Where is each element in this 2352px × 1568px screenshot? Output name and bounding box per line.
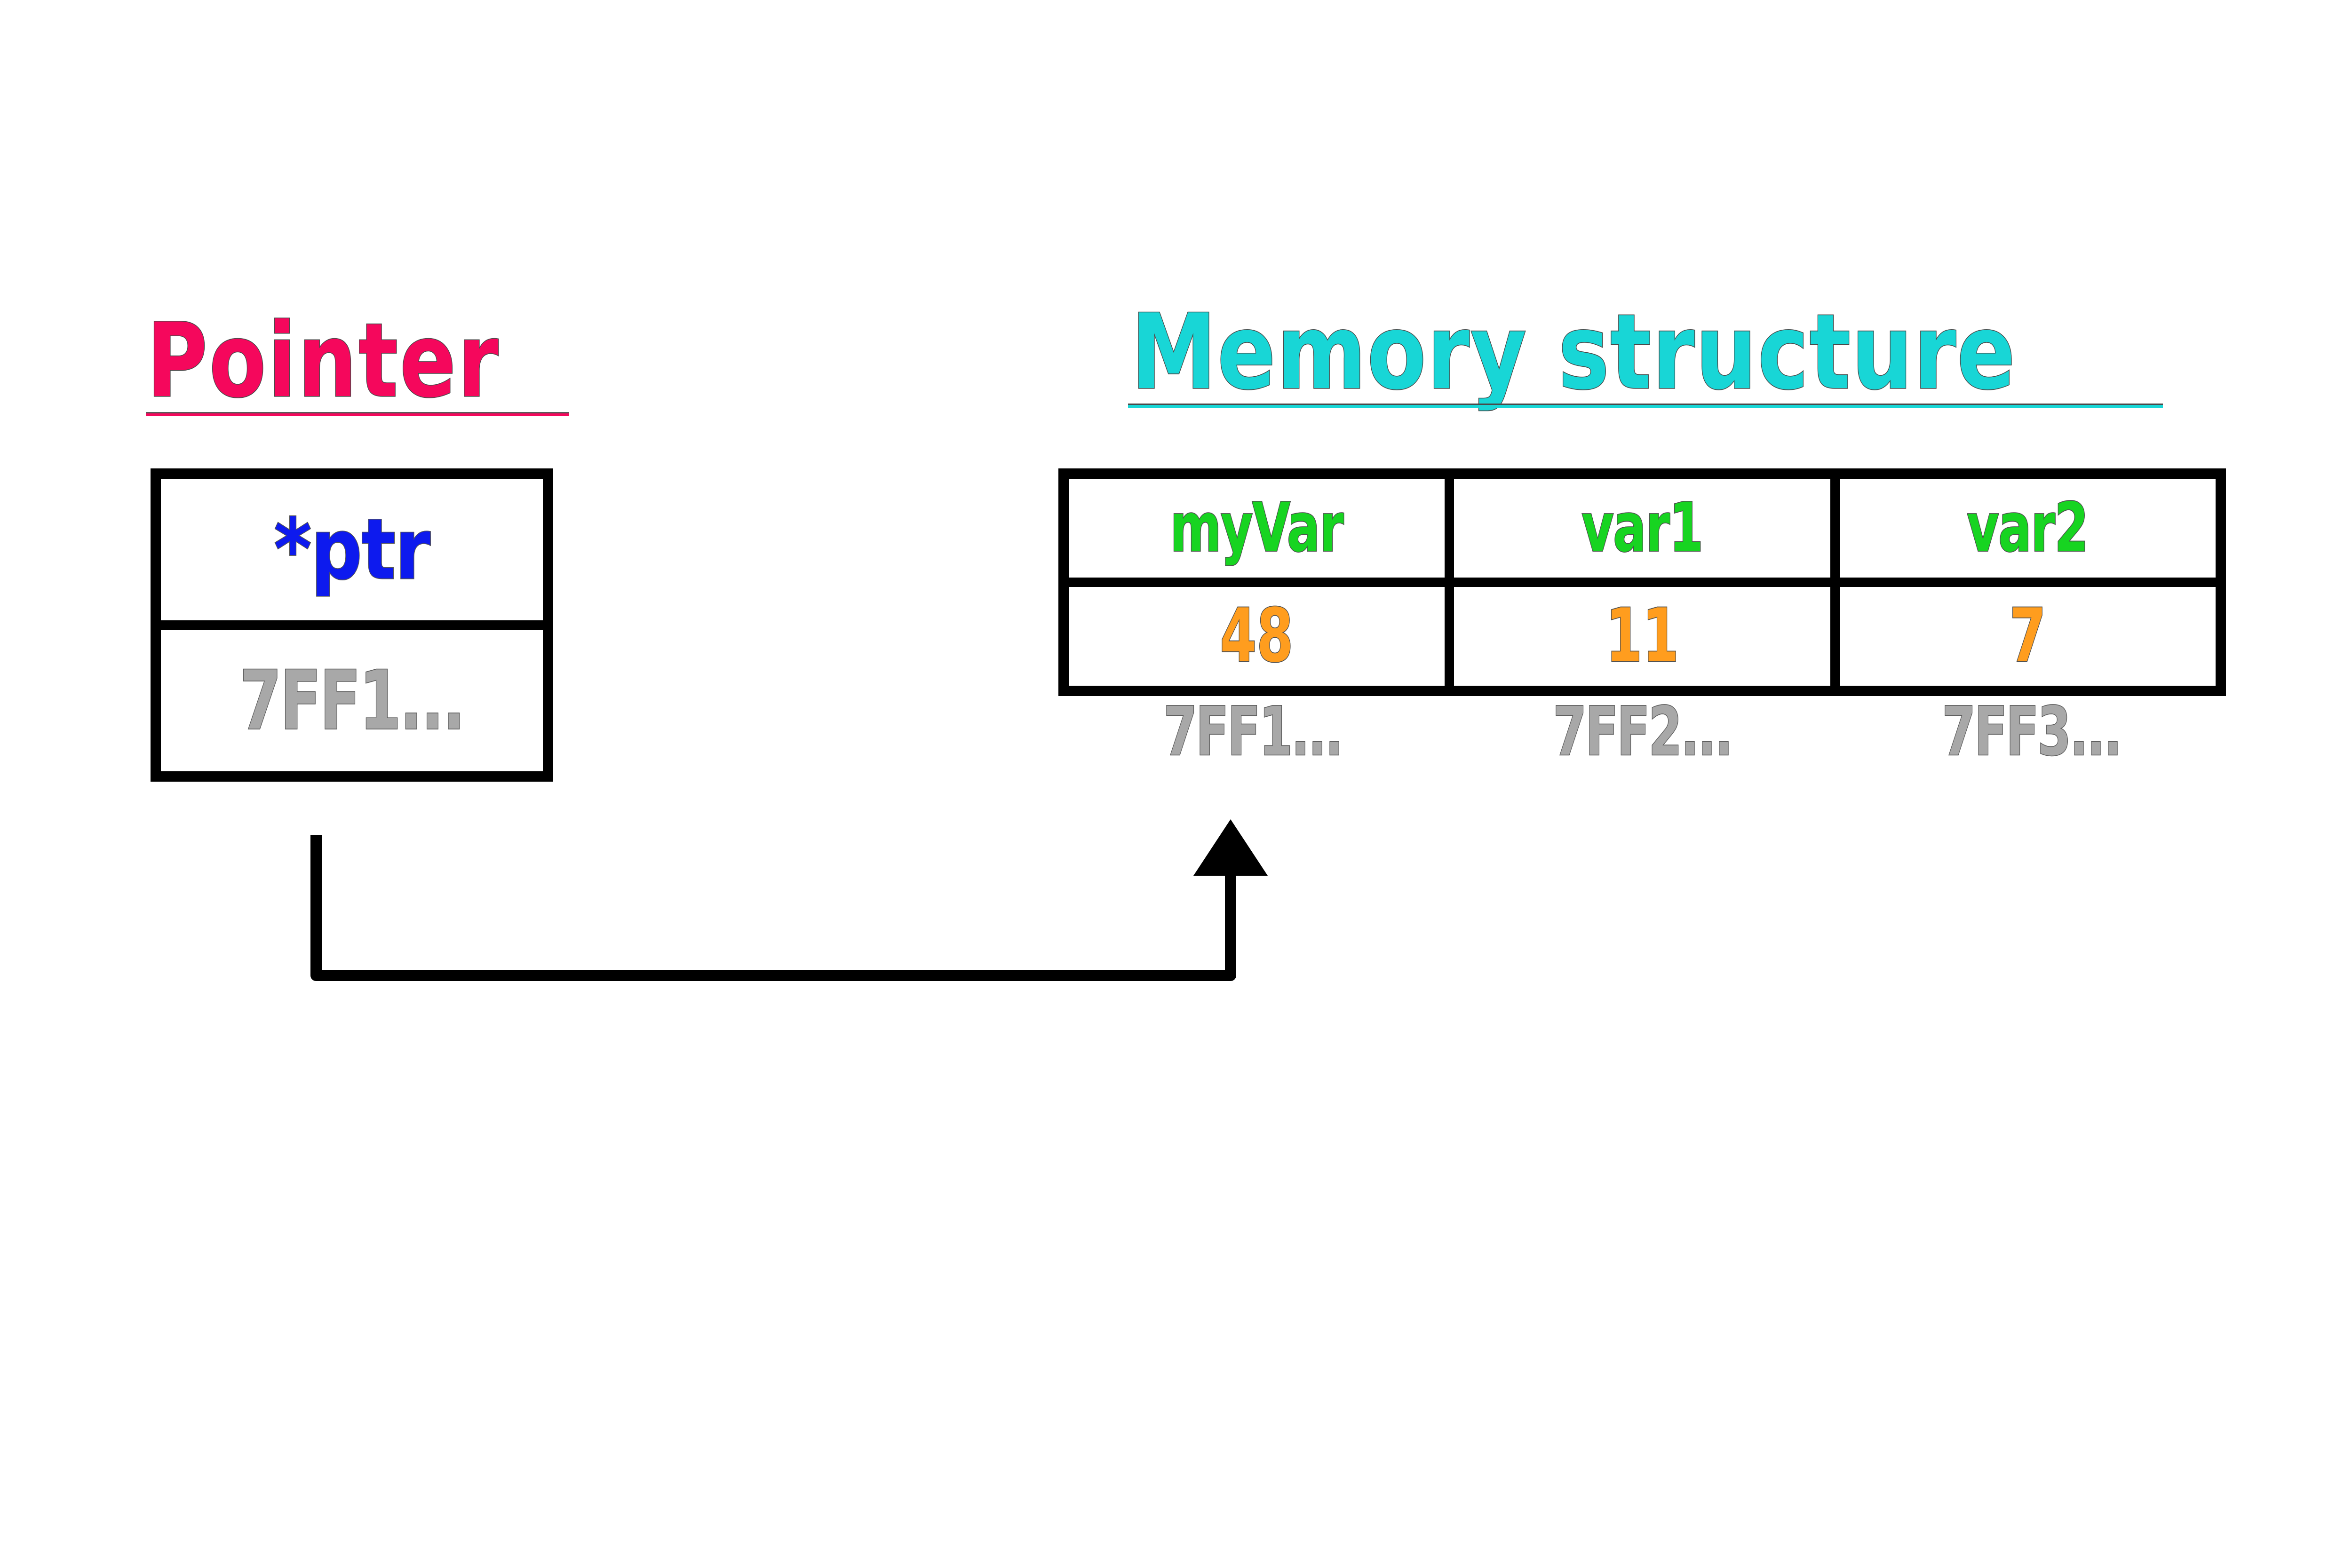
- memory-cell-value-0: 48: [1069, 587, 1445, 686]
- arrow-path: [310, 835, 1236, 981]
- memory-cell-name-2: var2: [1830, 479, 2216, 578]
- pointer-name-label: *ptr: [273, 500, 431, 599]
- memory-address-label: 7FF1...: [1163, 692, 1344, 771]
- pointer-address-value: 7FF1...: [239, 652, 466, 748]
- pointer-box: *ptr 7FF1...: [151, 468, 553, 782]
- memory-address-cell-2: 7FF3...: [1837, 692, 2226, 771]
- memory-cell-value-2: 7: [1830, 587, 2216, 686]
- arrow-head-icon: [1193, 819, 1268, 876]
- memory-structure-heading: Memory structure: [1130, 292, 2016, 413]
- memory-address-cell-1: 7FF2...: [1447, 692, 1836, 771]
- memory-structure-heading-underline: [1128, 404, 2163, 408]
- variable-value-label: 11: [1605, 593, 1679, 679]
- pointer-address-cell: 7FF1...: [161, 630, 543, 771]
- memory-table-value-row: 48 11 7: [1069, 587, 2216, 686]
- variable-name-label: myVar: [1170, 489, 1345, 567]
- pointer-name-cell: *ptr: [161, 479, 543, 630]
- memory-address-label: 7FF2...: [1552, 692, 1733, 771]
- pointer-heading-underline: [146, 412, 569, 416]
- variable-value-label: 48: [1220, 593, 1294, 679]
- memory-cell-value-1: 11: [1445, 587, 1830, 686]
- memory-cell-name-1: var1: [1445, 479, 1830, 578]
- memory-table: myVar var1 var2 48 11 7: [1058, 468, 2226, 696]
- memory-address-label: 7FF3...: [1941, 692, 2122, 771]
- memory-address-cell-0: 7FF1...: [1058, 692, 1447, 771]
- memory-address-row: 7FF1... 7FF2... 7FF3...: [1058, 692, 2226, 771]
- memory-cell-name-0: myVar: [1069, 479, 1445, 578]
- pointer-heading: Pointer: [146, 301, 501, 420]
- variable-name-label: var2: [1966, 489, 2090, 567]
- variable-value-label: 7: [2009, 593, 2046, 679]
- memory-table-header-row: myVar var1 var2: [1069, 479, 2216, 587]
- variable-name-label: var1: [1581, 489, 1704, 567]
